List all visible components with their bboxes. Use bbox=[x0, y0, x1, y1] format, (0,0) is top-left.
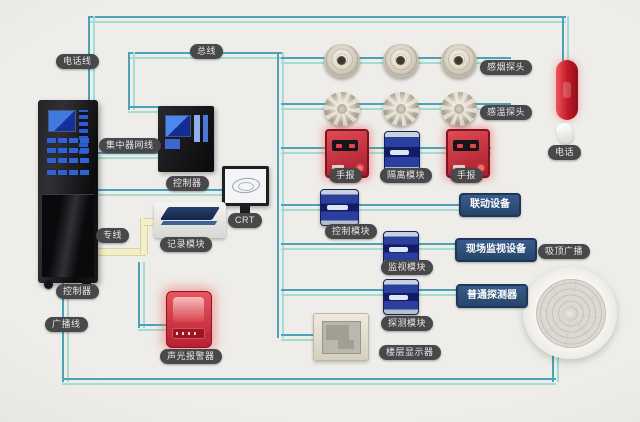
isolation-module-label: 隔离模块 bbox=[380, 168, 433, 183]
broadcast-left-drop-wire bbox=[62, 282, 69, 382]
broadcast-line-label: 广播线 bbox=[45, 317, 88, 332]
control-module-label: 控制模块 bbox=[325, 224, 378, 239]
floor-display-device bbox=[313, 313, 369, 361]
linkage-row-wire bbox=[281, 204, 461, 211]
broadcast-speaker-riser-wire bbox=[552, 352, 559, 382]
panel-screen bbox=[165, 115, 191, 137]
crt-label: CRT bbox=[228, 213, 262, 228]
bus-line-label: 总线 bbox=[190, 44, 224, 59]
controller-panel-label: 控制器 bbox=[166, 176, 209, 191]
dedicated-line-wire bbox=[98, 248, 146, 256]
fire-telephone-device bbox=[556, 60, 578, 120]
bus-to-panel-wire bbox=[128, 106, 162, 113]
detect-module-label: 探测模块 bbox=[381, 316, 434, 331]
common-detector-tag: 普通探测器 bbox=[456, 284, 528, 308]
smoke-detector bbox=[324, 44, 360, 78]
record-module-label: 记录模块 bbox=[160, 237, 213, 252]
record-module-device bbox=[154, 202, 226, 238]
alarm-branch-wire bbox=[138, 324, 168, 331]
bus-left-drop-wire bbox=[128, 52, 135, 110]
monitor-row-wire bbox=[281, 243, 457, 250]
floor-display-label: 楼层显示器 bbox=[379, 345, 441, 360]
isolation-module-device bbox=[384, 131, 420, 173]
control-module-device bbox=[320, 189, 359, 226]
ceiling-speaker-label: 吸顶广播 bbox=[538, 244, 591, 259]
heat-detector bbox=[441, 92, 477, 126]
monitor-module-label: 监视模块 bbox=[381, 260, 434, 275]
network-line-wire bbox=[98, 152, 160, 159]
manual-call-left-label: 手报 bbox=[329, 168, 363, 183]
crt-monitor bbox=[222, 166, 269, 206]
heat-detector bbox=[324, 92, 360, 126]
cabinet-indicator-column bbox=[79, 110, 88, 154]
dedicated-line-riser-wire bbox=[140, 218, 148, 254]
cabinet-wheel bbox=[44, 280, 53, 289]
bus-main-riser-wire bbox=[277, 52, 284, 338]
detect-module-device bbox=[383, 279, 419, 315]
cabinet-screen bbox=[48, 110, 76, 132]
telephone-handset bbox=[554, 121, 576, 146]
sound-light-alarm-device bbox=[166, 291, 212, 348]
crt-wire bbox=[98, 189, 224, 196]
cabinet-door bbox=[42, 194, 94, 277]
phone-line-right-drop-wire bbox=[562, 16, 569, 62]
heat-detector-label: 感温探头 bbox=[480, 105, 533, 120]
heat-detector bbox=[383, 92, 419, 126]
manual-call-right-label: 手报 bbox=[450, 168, 484, 183]
ceiling-speaker-device bbox=[523, 267, 617, 359]
floor-display-wire bbox=[281, 334, 315, 341]
telephone-label: 电话 bbox=[548, 145, 582, 160]
broadcast-bottom-wire bbox=[62, 378, 556, 385]
phone-line-top-wire bbox=[88, 16, 566, 23]
fire-alarm-controller-cabinet bbox=[38, 100, 98, 289]
smoke-detector-label: 感烟探头 bbox=[480, 60, 533, 75]
smoke-detector bbox=[441, 44, 477, 78]
controller-cabinet-label: 控制器 bbox=[56, 284, 99, 299]
detector-row-wire bbox=[281, 289, 458, 296]
network-line-label: 集中器网线 bbox=[99, 138, 161, 153]
wall-controller-panel bbox=[158, 106, 214, 172]
sound-light-alarm-label: 声光报警器 bbox=[160, 349, 222, 364]
linkage-device-tag: 联动设备 bbox=[459, 193, 521, 217]
dedicated-line-label: 专线 bbox=[96, 228, 130, 243]
dedicated-line-branch-wire bbox=[144, 218, 160, 226]
phone-line-label: 电话线 bbox=[56, 54, 99, 69]
alarm-drop-wire bbox=[138, 262, 145, 328]
smoke-detector bbox=[383, 44, 419, 78]
site-monitor-device-tag: 现场监视设备 bbox=[455, 238, 537, 262]
